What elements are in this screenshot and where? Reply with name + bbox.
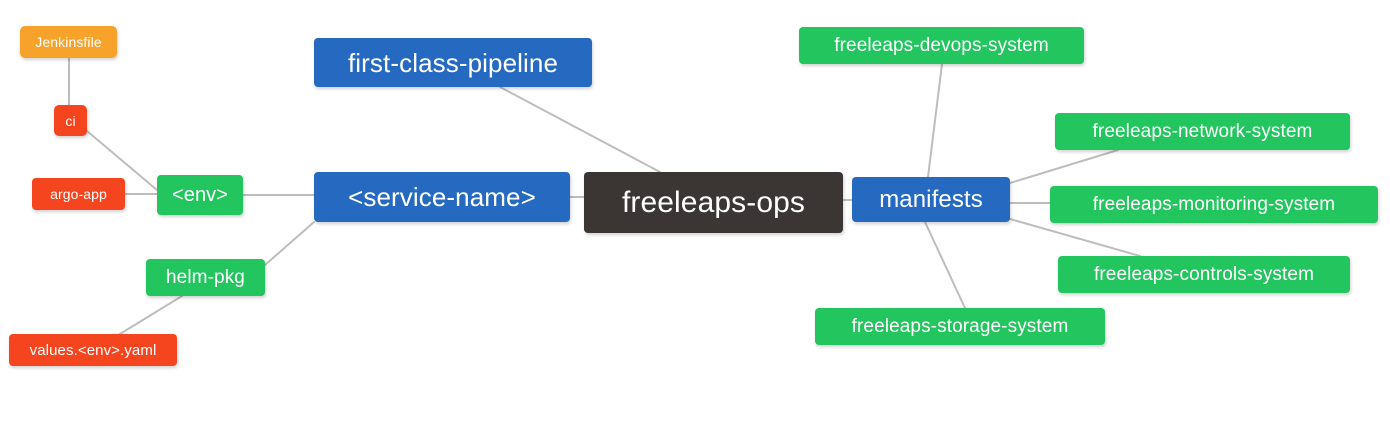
edge-manifests-to-freeleaps-network-system <box>1009 149 1119 184</box>
node-ci[interactable]: ci <box>54 105 87 136</box>
node-freeleaps-devops-system[interactable]: freeleaps-devops-system <box>799 27 1084 64</box>
edge-manifests-to-freeleaps-storage-system <box>924 221 966 309</box>
node-first-class-pipeline[interactable]: first-class-pipeline <box>314 38 592 87</box>
node-label-freeleaps-devops-system: freeleaps-devops-system <box>834 35 1049 56</box>
node-manifests[interactable]: manifests <box>852 177 1010 222</box>
edge-service-name-to-helm-pkg <box>264 221 315 266</box>
edge-manifests-to-freeleaps-controls-system <box>1009 218 1141 257</box>
node-freeleaps-network-system[interactable]: freeleaps-network-system <box>1055 113 1350 150</box>
node-helm-pkg[interactable]: helm-pkg <box>146 259 265 296</box>
node-label-first-class-pipeline: first-class-pipeline <box>347 47 559 78</box>
node-freeleaps-monitoring-system[interactable]: freeleaps-monitoring-system <box>1050 186 1378 223</box>
node-freeleaps-ops[interactable]: freeleaps-ops <box>584 172 843 233</box>
node-label-manifests: manifests <box>879 185 983 213</box>
node-label-freeleaps-controls-system: freeleaps-controls-system <box>1093 264 1315 285</box>
node-argo-app[interactable]: argo-app <box>32 178 125 210</box>
edge-manifests-to-freeleaps-devops-system <box>927 63 943 178</box>
node-label-values-yaml: values.<env>.yaml <box>29 341 157 359</box>
node-label-freeleaps-storage-system: freeleaps-storage-system <box>851 316 1069 337</box>
edge-helm-pkg-to-values-yaml <box>114 295 183 338</box>
node-freeleaps-storage-system[interactable]: freeleaps-storage-system <box>815 308 1105 345</box>
node-service-name[interactable]: <service-name> <box>314 172 570 222</box>
node-label-ci: ci <box>65 112 76 129</box>
node-jenkinsfile[interactable]: Jenkinsfile <box>20 26 117 58</box>
node-label-freeleaps-network-system: freeleaps-network-system <box>1092 121 1313 142</box>
node-label-freeleaps-ops: freeleaps-ops <box>621 185 806 219</box>
node-values-yaml[interactable]: values.<env>.yaml <box>9 334 177 366</box>
node-env[interactable]: <env> <box>157 175 243 215</box>
node-label-argo-app: argo-app <box>50 186 107 202</box>
node-label-service-name: <service-name> <box>348 182 536 212</box>
node-label-env: <env> <box>171 184 229 206</box>
node-label-freeleaps-monitoring-system: freeleaps-monitoring-system <box>1092 194 1336 215</box>
node-label-jenkinsfile: Jenkinsfile <box>35 34 102 50</box>
edge-first-class-pipeline-to-freeleaps-ops <box>499 86 661 173</box>
node-label-helm-pkg: helm-pkg <box>166 267 245 288</box>
node-freeleaps-controls-system[interactable]: freeleaps-controls-system <box>1058 256 1350 293</box>
